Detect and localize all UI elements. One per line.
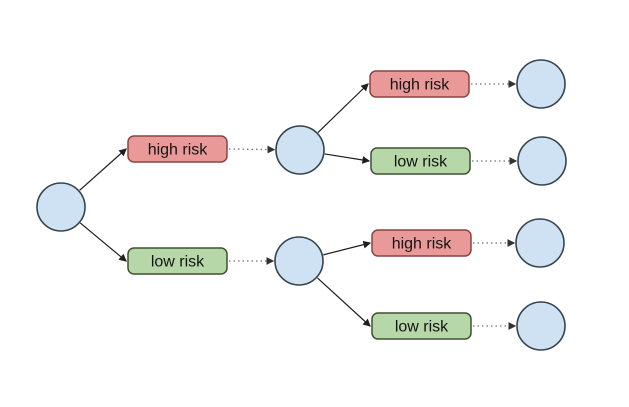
node-leaf-4 <box>516 301 566 351</box>
edge-root-label-high-1-arrow <box>79 148 127 191</box>
label-high-1: high risk <box>127 135 228 163</box>
low-risk-box <box>371 312 472 340</box>
edge-mid-bottom-label-low-3-arrow <box>317 277 371 327</box>
edge-root-label-low-1-arrow <box>79 222 127 262</box>
high-risk-box <box>371 229 472 257</box>
node-leaf-2 <box>517 136 567 186</box>
label-low-1: low risk <box>127 247 228 275</box>
node-leaf-1 <box>516 59 566 109</box>
label-low-3: low risk <box>371 312 472 340</box>
high-risk-label-text: high risk <box>390 77 451 94</box>
low-risk-box <box>127 247 228 275</box>
label-high-3: high risk <box>371 229 472 257</box>
high-risk-box <box>369 70 470 98</box>
node-mid-bottom <box>274 236 324 286</box>
label-low-2: low risk <box>370 147 471 175</box>
low-risk-label-text: low risk <box>151 254 205 271</box>
edge-mid-top-label-low-2-arrow <box>324 153 371 164</box>
label-high-2: high risk <box>369 70 470 98</box>
edge-mid-top-label-high-2-arrow <box>317 83 369 134</box>
high-risk-box <box>127 135 228 163</box>
high-risk-label-text: high risk <box>148 142 209 159</box>
low-risk-box <box>370 147 471 175</box>
low-risk-label-text: low risk <box>394 154 448 171</box>
node-leaf-3 <box>515 218 565 268</box>
low-risk-label-text: low risk <box>395 319 449 336</box>
edge-label-high-1-mid-top-arrow <box>228 145 276 154</box>
node-mid-top <box>275 125 325 175</box>
node-root <box>36 182 86 232</box>
high-risk-label-text: high risk <box>392 236 453 253</box>
edge-mid-bottom-label-high-3-arrow <box>323 240 372 256</box>
